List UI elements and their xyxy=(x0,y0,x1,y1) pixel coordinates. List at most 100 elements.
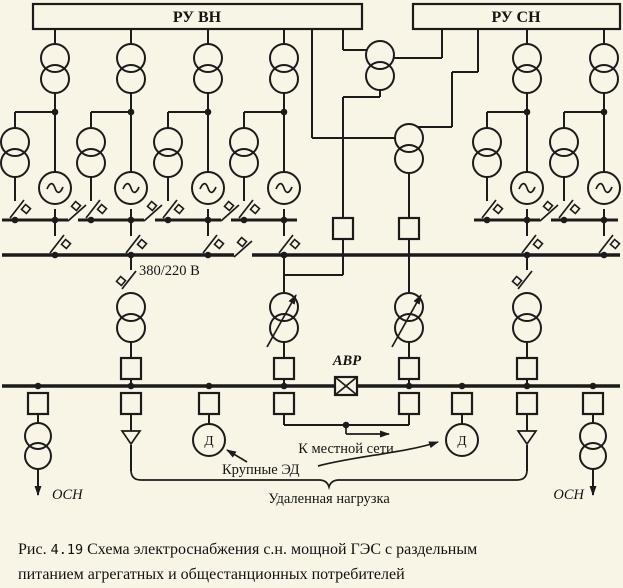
breaker-down-5 xyxy=(521,234,544,254)
breaker-aux-1 xyxy=(9,199,32,219)
lv-main-bus: АВР xyxy=(2,353,620,397)
breaker-aux-4 xyxy=(238,199,261,219)
generator-2 xyxy=(114,171,148,205)
generating-unit-5 xyxy=(472,29,544,259)
switchgear-hv-label: РУ ВН xyxy=(173,9,222,26)
unit-transformer-6 xyxy=(589,43,619,94)
generator-3 xyxy=(191,171,225,205)
breaker-aux-2 xyxy=(85,199,108,219)
caption-number: 4.19 xyxy=(50,542,84,558)
generating-unit-4 xyxy=(229,29,301,259)
unit-transformer-1 xyxy=(40,43,70,94)
remote-load-brace: Удаленная нагрузка xyxy=(130,469,528,507)
osn-left-label: ОСН xyxy=(52,487,84,503)
breaker-down-4 xyxy=(278,234,301,254)
breaker-box xyxy=(397,391,421,416)
callout-arrow-right xyxy=(317,441,439,467)
voltage-label: 380/220 В xyxy=(139,263,200,279)
unit-transformer-3 xyxy=(193,43,223,94)
reserve-transformer xyxy=(394,123,424,174)
generating-unit-6 xyxy=(549,29,621,259)
breaker-below-bus xyxy=(115,270,137,290)
regulation-arrow xyxy=(266,294,297,348)
bus-380-220: 380/220 В xyxy=(2,236,620,279)
generating-unit-3 xyxy=(153,29,225,259)
breaker-box xyxy=(450,391,474,416)
breaker-aux-6 xyxy=(558,199,581,219)
osn-right-label: ОСН xyxy=(553,487,585,503)
avr-label: АВР xyxy=(332,353,361,369)
switchgear-mv-label: РУ СН xyxy=(491,9,541,26)
motor-left-label: Д xyxy=(204,433,213,448)
reserve-breaker-1 xyxy=(331,216,355,241)
local-network-feeder: К местной сети xyxy=(272,391,421,457)
section-tie-switch-4 xyxy=(539,200,559,222)
motor-right-label: Д xyxy=(457,433,466,448)
arrester-right xyxy=(517,430,537,445)
large-motors-callout: Крупные ЭД xyxy=(222,441,439,478)
motor-feeder-left: Д xyxy=(192,391,226,457)
arrester-feeder-left xyxy=(119,391,143,471)
breaker-box xyxy=(515,356,539,381)
unit-transformer-2 xyxy=(116,43,146,94)
breaker-box xyxy=(197,391,221,416)
osn-transformer-left xyxy=(24,422,52,470)
aux-transformer-6 xyxy=(549,127,579,178)
unit-section-bus-right xyxy=(474,200,618,222)
osn-feeder-left: ОСН xyxy=(24,391,84,503)
aux-transformer-4 xyxy=(229,127,259,178)
coupling-transformer xyxy=(365,40,395,91)
breaker-box xyxy=(397,356,421,381)
large-motors-label: Крупные ЭД xyxy=(222,462,300,478)
figure-caption: Рис. 4.19 Схема электроснабжения с.н. мо… xyxy=(18,538,610,588)
aux-transformer-1 xyxy=(0,127,30,178)
breaker-box xyxy=(272,391,296,416)
generating-unit-1 xyxy=(0,29,72,259)
center-feeders xyxy=(284,29,479,293)
generator-1 xyxy=(38,171,72,205)
breaker-down-3 xyxy=(202,234,225,254)
breaker-aux-5 xyxy=(481,199,504,219)
generator-5 xyxy=(510,171,544,205)
osn-feeder-right: ОСН xyxy=(553,391,607,503)
switchgear-mv-box: РУ СН xyxy=(411,2,622,31)
breaker-box xyxy=(119,391,143,416)
breaker-down-1 xyxy=(49,234,72,254)
aux-transformer-3 xyxy=(153,127,183,178)
reserve-breaker-2 xyxy=(397,216,421,241)
section-tie-switch-2 xyxy=(143,200,163,222)
motor-left xyxy=(192,423,226,457)
breaker-down-6 xyxy=(598,234,621,254)
unit-transformer-5 xyxy=(512,43,542,94)
breaker-box xyxy=(581,391,605,416)
callout-arrow-left xyxy=(226,449,248,463)
aux-transformer-2 xyxy=(76,127,106,178)
aux-transformer-5 xyxy=(472,127,502,178)
motor-right xyxy=(445,423,479,457)
unit-transformer-4 xyxy=(269,43,299,94)
section-tie-switch-1 xyxy=(67,200,87,222)
regulation-arrow xyxy=(391,294,422,348)
arrester-left xyxy=(121,430,141,445)
switchgear-hv-box: РУ ВН xyxy=(31,2,364,31)
breaker-box xyxy=(515,391,539,416)
caption-line2: питанием агрегатных и общестанционных по… xyxy=(18,565,405,583)
caption-prefix: Рис. xyxy=(18,541,47,558)
power-scheme-diagram: РУ ВН РУ СН xyxy=(0,2,622,507)
local-network-label: К местной сети xyxy=(298,441,394,457)
breaker-aux-3 xyxy=(162,199,185,219)
regulating-transformer-2 xyxy=(391,292,424,386)
regulating-transformer-1 xyxy=(266,251,299,386)
breaker-box xyxy=(119,356,143,381)
caption-line1: Схема электроснабжения с.н. мощной ГЭС с… xyxy=(87,541,478,558)
osn-transformer-right xyxy=(579,422,607,470)
arrester-feeder-right xyxy=(515,391,539,471)
avr-tie-box xyxy=(333,375,359,397)
bus-section-switch xyxy=(233,236,253,258)
section-tie-switch-3 xyxy=(220,200,240,222)
breaker-box xyxy=(272,356,296,381)
motor-feeder-right: Д xyxy=(445,391,479,457)
remote-load-label: Удаленная нагрузка xyxy=(268,491,390,507)
generating-unit-2 xyxy=(76,29,148,259)
